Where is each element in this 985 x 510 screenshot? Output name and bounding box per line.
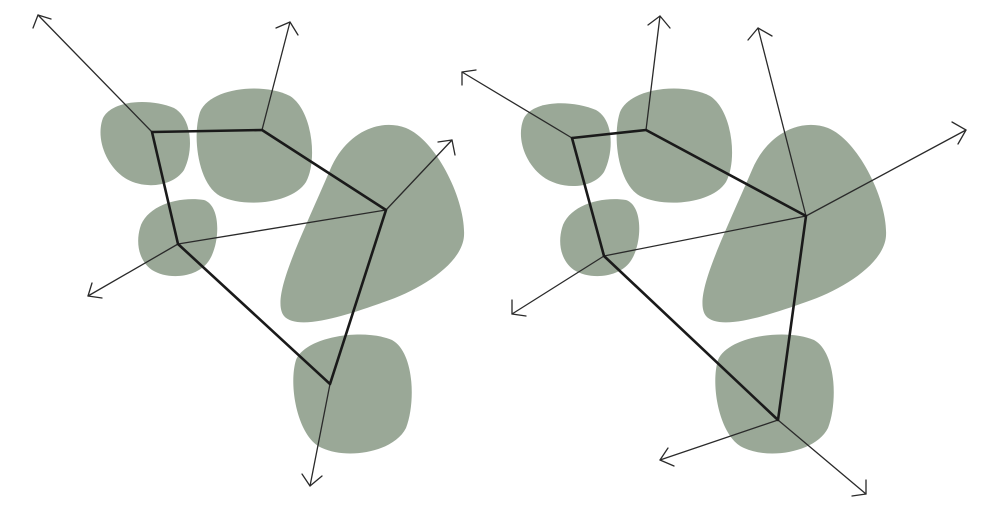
right-ray-nw-arrowhead [462, 70, 476, 85]
right-panel [462, 16, 966, 496]
right-rays [462, 16, 966, 496]
right-ray-w-arrowhead [512, 300, 526, 316]
left-panel [33, 15, 464, 486]
left-region-bottom [293, 334, 411, 453]
right-ray-ne-arrowhead [952, 122, 966, 144]
left-ray-w-arrowhead [88, 283, 102, 298]
right-ray-w [512, 256, 604, 314]
left-region-top-left [100, 102, 190, 185]
left-region-top-middle [197, 89, 312, 203]
right-regions [521, 89, 886, 454]
left-ray-nw [38, 15, 152, 132]
